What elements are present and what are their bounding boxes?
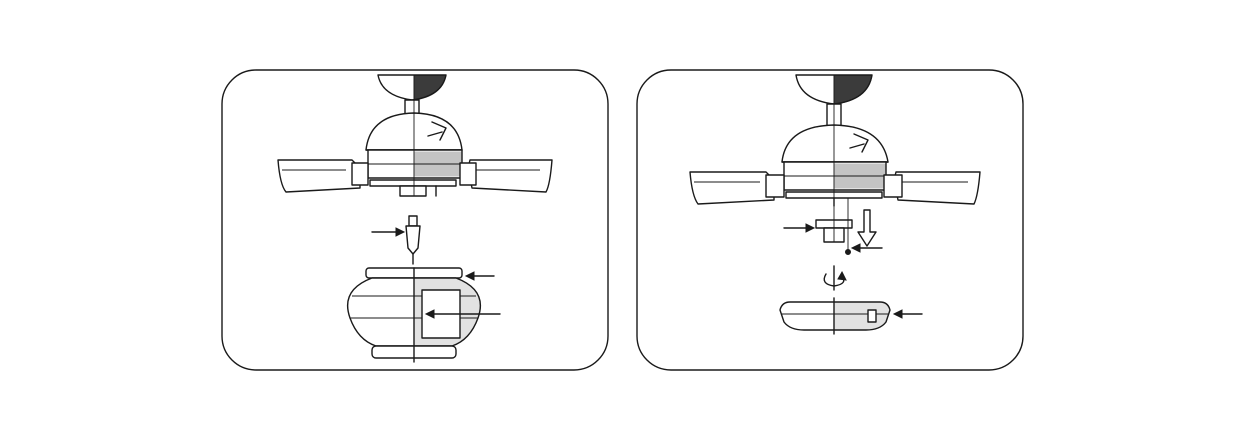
blade-iron-left — [352, 163, 368, 185]
right-fan-assembly — [690, 75, 980, 206]
switch-housing-plate — [370, 180, 456, 186]
left-panel — [222, 70, 608, 370]
right-panel — [637, 70, 1023, 370]
arrow-left-icon — [894, 310, 922, 318]
hollow-arrow-down-icon — [858, 210, 876, 246]
glass-bowl-shade — [348, 268, 481, 362]
arrow-left-icon — [784, 224, 814, 232]
blade-iron-right — [460, 163, 476, 185]
fan-blade-right — [894, 172, 980, 204]
light-socket-holder — [400, 186, 426, 196]
arrow-left-icon — [466, 272, 494, 280]
blade-iron-right — [884, 175, 902, 197]
light-kit-fitter — [816, 206, 852, 242]
fan-blade-right — [468, 160, 552, 192]
fan-blade-left — [690, 172, 774, 204]
left-fan-assembly — [278, 75, 552, 196]
light-bulb — [406, 216, 420, 264]
rotate-icon — [824, 266, 846, 290]
fan-blade-left — [278, 160, 360, 192]
flat-light-cover — [780, 298, 890, 334]
motor-housing — [782, 125, 888, 162]
arrow-left-icon — [372, 228, 404, 236]
blade-iron-left — [766, 175, 784, 197]
